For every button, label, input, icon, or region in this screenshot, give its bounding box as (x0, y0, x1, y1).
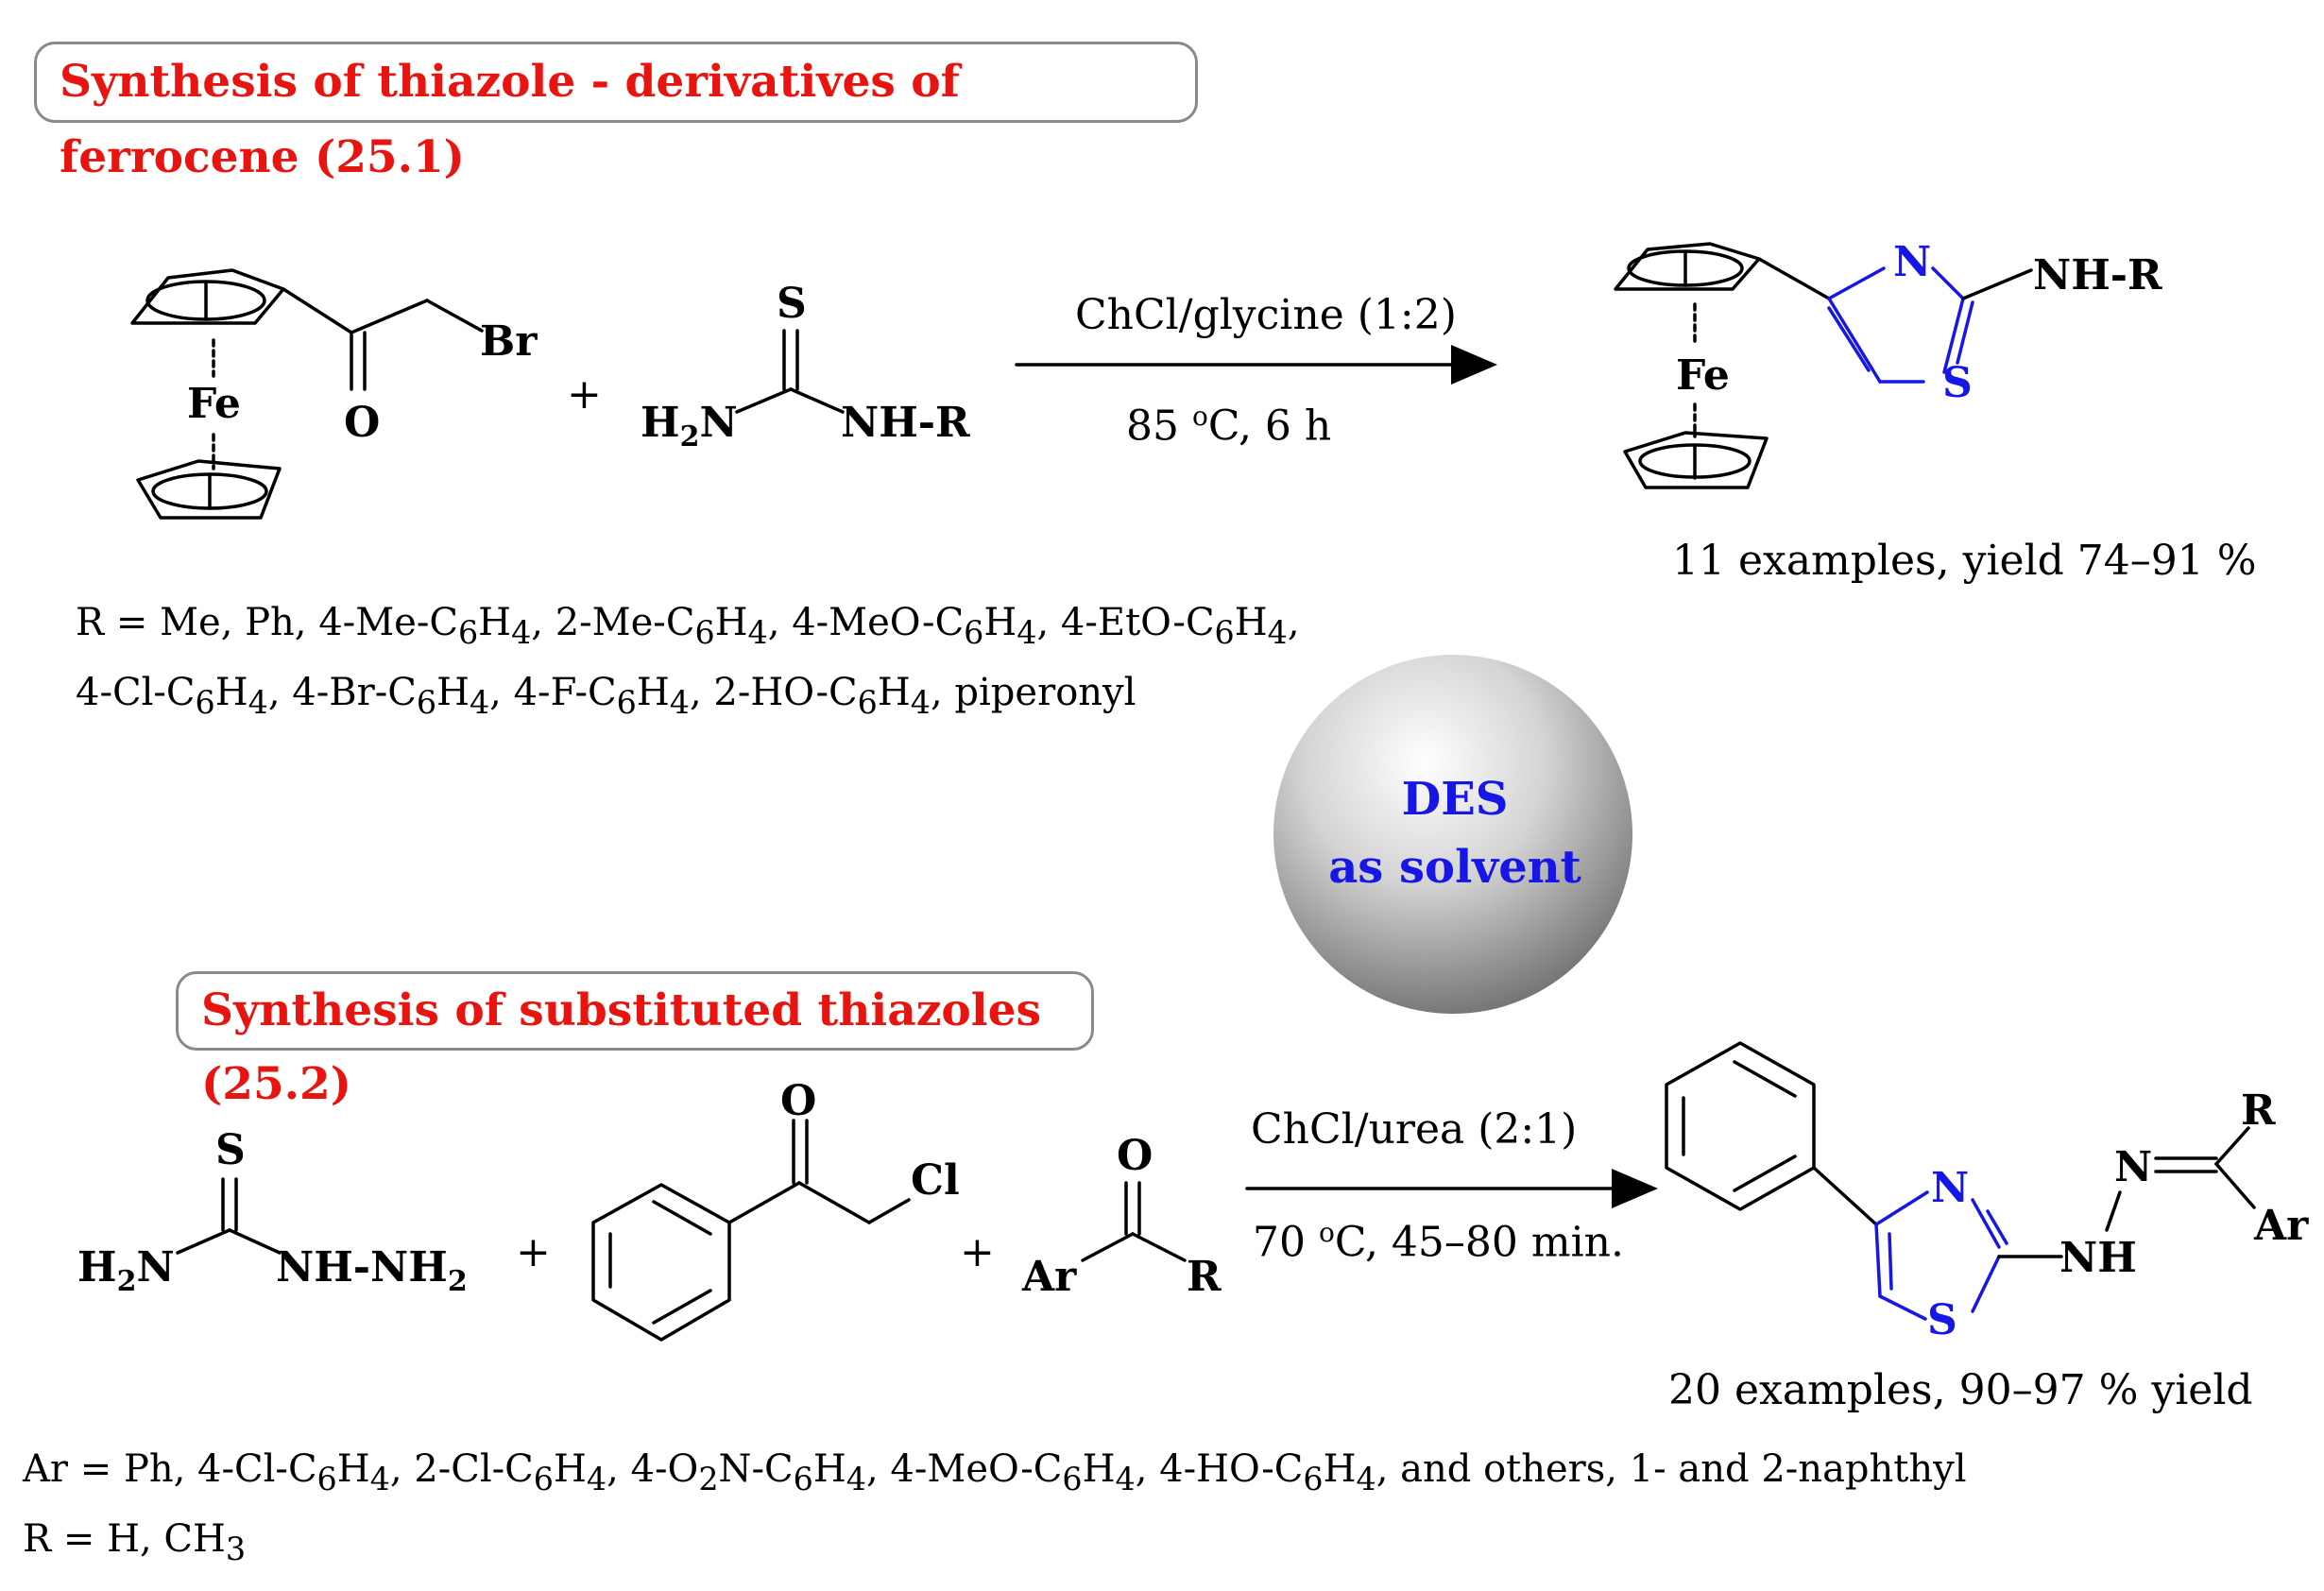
carbonyl-o-label: O (344, 399, 380, 447)
thiourea-nhr-label: NH-R (841, 399, 970, 447)
hydrazone-n-label: N (2114, 1143, 2152, 1191)
thiazole-ring-bottom: N S (1874, 1164, 2008, 1344)
des-label: DES as solvent (1285, 765, 1625, 901)
thiazole-ring-top: N S (1827, 238, 1974, 407)
des-sphere (1273, 655, 1632, 1014)
bromo-label: Br (480, 317, 538, 366)
thiourea-s-label: S (777, 280, 807, 328)
thiosemicarbazide: S H2N NH-NH2 (77, 1126, 468, 1298)
chloro-label: Cl (911, 1156, 960, 1205)
carbonyl-ar-label: Ar (1021, 1253, 1077, 1301)
product-nhr-label: NH-R (2033, 251, 2162, 299)
tsc-nhnh2-label: NH-NH2 (276, 1243, 468, 1298)
fe-label: Fe (187, 380, 241, 428)
thiazole-n-label-2: N (1931, 1164, 1969, 1212)
condition-top-temperature: 85 oC, 6 h (1126, 401, 1332, 451)
carbonyl-o-label-2: O (1117, 1132, 1153, 1180)
ar-substituents: Ar = Ph, 4-Cl-C6H4, 2-Cl-C6H4, 4-O2N-C6H… (23, 1447, 1967, 1497)
plus-sign-bottom-2: + (960, 1228, 995, 1276)
tsc-h2n-label: H2N (77, 1243, 175, 1298)
hydrazone-nh-label: NH (2059, 1234, 2137, 1282)
product-ar-label: Ar (2253, 1202, 2309, 1250)
cp-ring-top (130, 268, 285, 325)
r-substituents-line-2: 4-Cl-C6H4, 4-Br-C6H4, 4-F-C6H4, 2-HO-C6H… (76, 671, 1136, 721)
tsc-s-label: S (215, 1126, 246, 1174)
substituted-thiourea: S H2N NH-R (641, 280, 970, 453)
thiourea-h2n-label: H2N (641, 399, 738, 453)
condition-top-reagent: ChCl/glycine (1:2) (1075, 291, 1457, 339)
chloroacetophenone: O Cl (591, 1077, 960, 1342)
cp-ring-bottom (136, 459, 282, 520)
banner-ferrocene-thiazole-text: Synthesis of thiazole - derivatives of f… (60, 56, 960, 183)
chloroacetophenone-o-label: O (780, 1077, 816, 1125)
thiazole-s-label: S (1942, 359, 1973, 407)
banner-substituted-thiazoles: Synthesis of substituted thiazoles (25.2… (176, 971, 1094, 1110)
condition-bottom-temperature: 70 oC, 45–80 min. (1253, 1217, 1624, 1267)
r-substituents-bottom: R = H, CH3 (23, 1517, 247, 1567)
carbonyl-r-label: R (1187, 1253, 1222, 1301)
condition-bottom-reagent: ChCl/urea (2:1) (1251, 1105, 1578, 1154)
thiazole-n-label: N (1893, 238, 1931, 286)
plus-sign-bottom-1: + (516, 1228, 551, 1276)
hydrazonothiazole-product: N S NH N R Ar (1665, 1041, 2309, 1344)
ferrocenyl-thiazole-product: Fe N S NH-R (1614, 238, 2162, 489)
product-r-label: R (2241, 1086, 2276, 1135)
examples-bottom: 20 examples, 90–97 % yield (1668, 1366, 2253, 1414)
ferrocenyl-bromoketone: Fe O Br (130, 268, 538, 520)
carbonyl-compound: O Ar R (1021, 1132, 1222, 1301)
des-label-line-1: DES (1401, 773, 1509, 826)
banner-substituted-thiazoles-text: Synthesis of substituted thiazoles (25.2… (201, 984, 1041, 1110)
product-fe-label: Fe (1676, 351, 1730, 400)
banner-ferrocene-thiazole: Synthesis of thiazole - derivatives of f… (34, 42, 1198, 183)
r-substituents-line-1: R = Me, Ph, 4-Me-C6H4, 2-Me-C6H4, 4-MeO-… (76, 601, 1300, 651)
des-label-line-2: as solvent (1328, 841, 1581, 894)
thiazole-s-label-2: S (1927, 1296, 1957, 1344)
plus-sign-top: + (567, 370, 602, 419)
examples-top: 11 examples, yield 74–91 % (1672, 537, 2257, 585)
